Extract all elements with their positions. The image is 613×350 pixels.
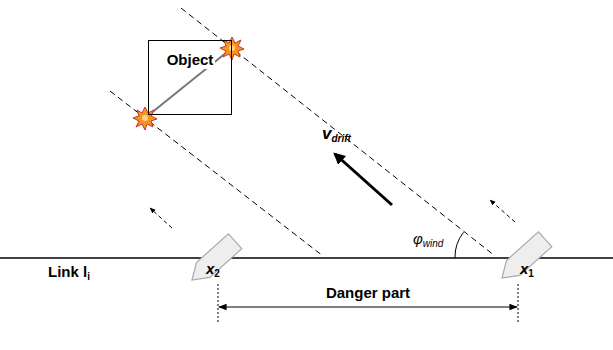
drift-trajectory (110, 91, 323, 256)
drift-trajectory (181, 8, 495, 256)
angle-symbol: φ (413, 230, 423, 247)
ship-drift-arrow (490, 200, 515, 222)
velocity-symbol: v (322, 124, 331, 144)
link-subscript: i (87, 271, 90, 283)
ship-drift-arrow (150, 208, 172, 228)
dimension-extension (218, 284, 219, 322)
object-diagonal (145, 48, 232, 118)
object-box: Object (148, 40, 232, 115)
object-label: Object (165, 51, 216, 69)
position-subscript: 1 (528, 268, 534, 280)
velocity-subscript: drift (331, 133, 350, 145)
link-label: Link l (48, 263, 87, 280)
dimension-arrow (219, 306, 517, 307)
position-symbol: x (520, 260, 528, 277)
ship-symbol (495, 232, 551, 286)
position-symbol: x (206, 260, 214, 277)
angle-subscript: wind (423, 238, 444, 250)
angle-arc (455, 232, 464, 258)
contact-point (133, 107, 157, 130)
danger-part-label: Danger part (326, 284, 410, 301)
drift-velocity-arrow (335, 154, 392, 205)
ship-symbol (185, 234, 241, 288)
position-subscript: 2 (214, 268, 220, 280)
dimension-extension (518, 284, 519, 322)
